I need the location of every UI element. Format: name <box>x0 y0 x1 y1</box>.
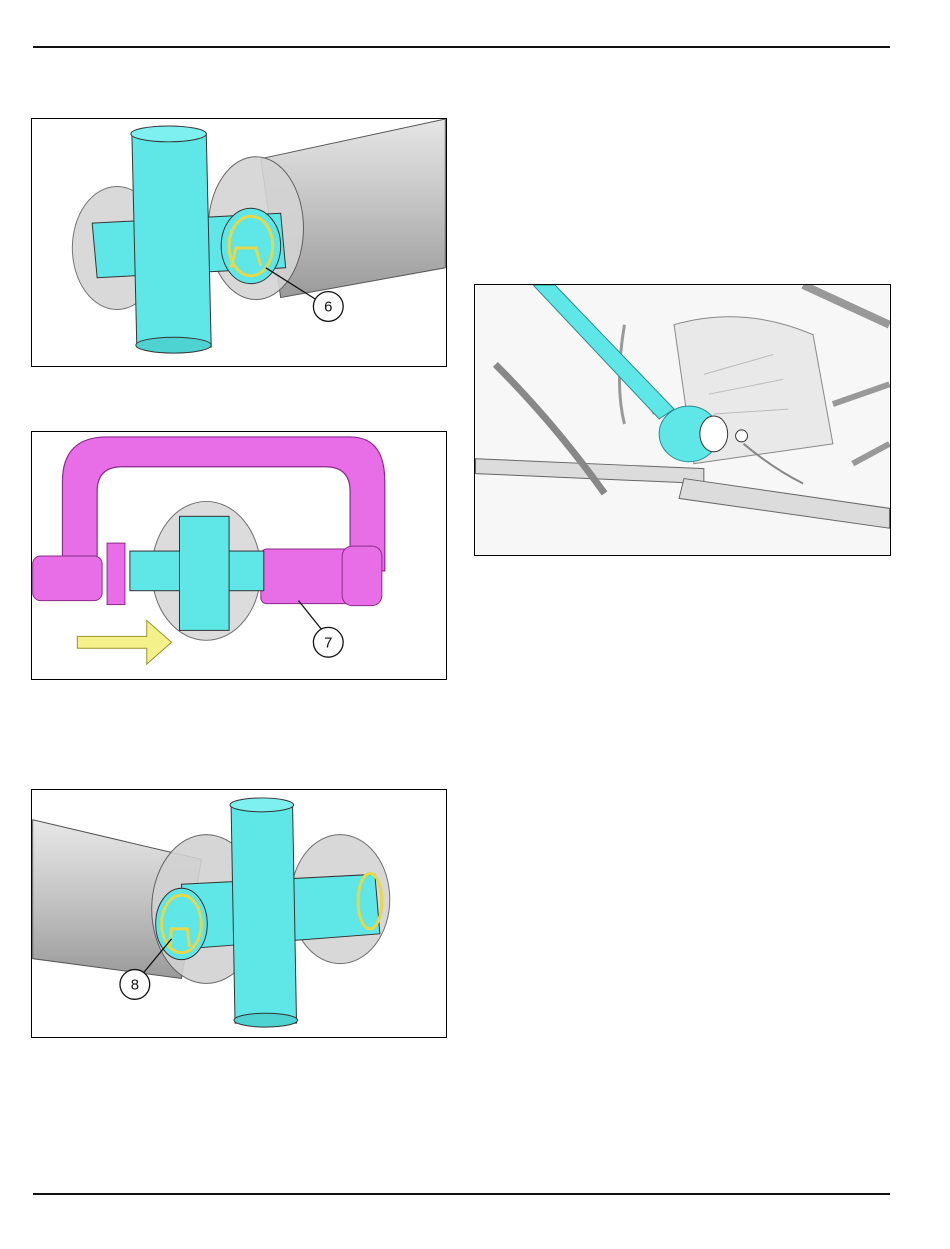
callout-6: 6 <box>324 299 332 315</box>
callout-8: 8 <box>131 977 139 993</box>
footer-rule <box>33 1193 890 1195</box>
header-rule <box>33 46 890 48</box>
callout-7: 7 <box>324 635 332 651</box>
figure-vehicle-driveshaft-location <box>474 284 891 556</box>
figure-press-bearing-cap: 7 <box>31 431 447 680</box>
figure-retaining-ring-removal: 6 <box>31 118 447 367</box>
vehicle-frame-illustration <box>475 285 890 555</box>
u-joint-illustration-2: 8 <box>32 790 446 1037</box>
press-tool-illustration: 7 <box>32 432 446 679</box>
u-joint-illustration: 6 <box>32 119 446 366</box>
figure-retaining-ring-install: 8 <box>31 789 447 1038</box>
